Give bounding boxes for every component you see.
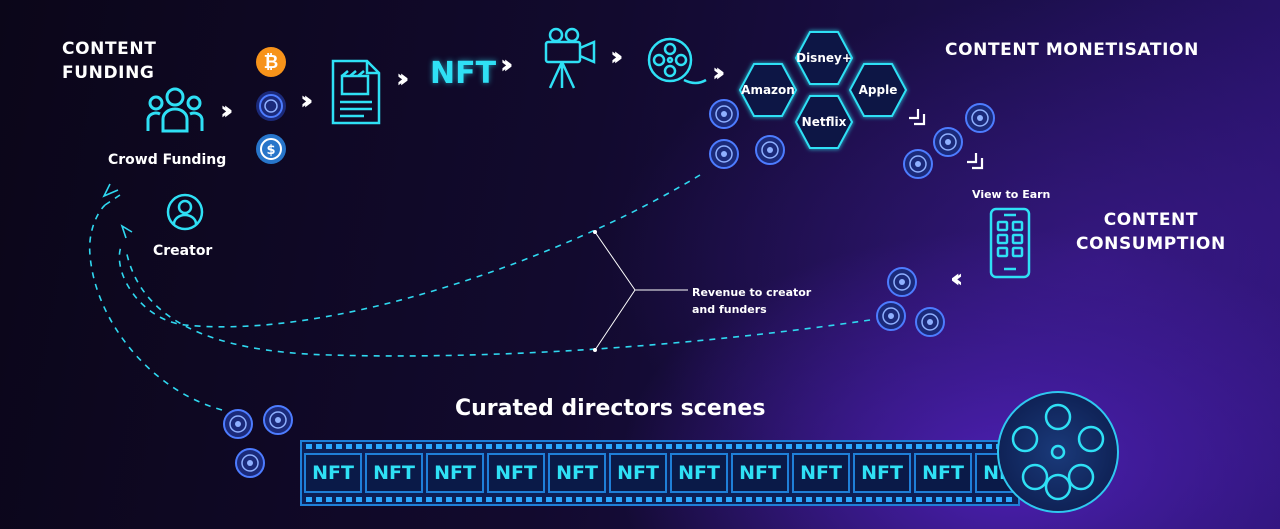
nft-frame: NFT [731,453,789,493]
token-icon [932,126,964,158]
user-circle-icon [165,192,205,236]
chevron-right-icon: ›› [396,64,410,94]
hex-disney [794,31,854,85]
nft-frame: NFT [853,453,911,493]
token-icon [902,148,934,180]
token-icon [754,134,786,166]
chevron-right-icon: ›› [712,58,726,88]
nft-label: NFT [430,56,497,91]
chevron-right-icon: ›› [610,42,624,72]
hex-netflix [794,95,854,149]
nft-frame: NFT [609,453,667,493]
token-icon [875,300,907,332]
nft-frame: NFT [426,453,484,493]
content-funding-heading: CONTENT FUNDING [62,39,157,83]
token-icon [255,90,287,126]
usdc-icon: $ [255,133,287,169]
platform-amazon: Amazon [741,83,795,97]
nft-frame: NFT [487,453,545,493]
document-icon [330,58,382,130]
bitcoin-icon: ₿ [255,46,287,82]
smartphone-icon [988,206,1032,284]
content-consumption-heading: CONTENT CONSUMPTION [1076,210,1226,254]
nft-frame: NFT [914,453,972,493]
filmstrip-frames: NFT NFT NFT NFT NFT NFT NFT NFT NFT NFT … [304,453,1018,493]
nft-frame: NFT [365,453,423,493]
chevron-down-right-icon [964,150,986,176]
chevron-left-icon: ‹‹ [950,264,964,294]
token-icon [708,138,740,170]
revenue-label: Revenue to creator and funders [692,286,812,316]
token-icon [708,98,740,130]
nft-frame: NFT [304,453,362,493]
hex-amazon [738,63,798,117]
movie-camera-icon [542,26,598,94]
nft-frame: NFT [670,453,728,493]
platform-netflix: Netflix [802,115,847,129]
token-icon [234,447,266,479]
chevron-right-icon: ›› [500,50,514,80]
creator-label: Creator [153,243,213,259]
chevron-right-icon: ›› [220,96,234,126]
platform-apple: Apple [859,83,898,97]
token-icon [262,404,294,436]
nft-filmstrip: NFT NFT NFT NFT NFT NFT NFT NFT NFT NFT … [300,440,1020,506]
view-to-earn-label: View to Earn [972,188,1051,201]
chevron-down-right-icon [906,106,928,132]
hex-apple [848,63,908,117]
nft-frame: NFT [792,453,850,493]
nft-frame: NFT [548,453,606,493]
users-icon [146,86,204,138]
token-icon [222,408,254,440]
curated-directors-title: Curated directors scenes [455,396,766,421]
token-icon [886,266,918,298]
film-reel-icon [646,36,708,92]
svg-text:₿: ₿ [264,52,279,73]
svg-text:$: $ [266,143,275,158]
chevron-right-icon: ›› [300,86,314,116]
token-icon [964,102,996,134]
film-reel-icon [995,389,1121,519]
platform-disney: Disney+ [796,51,852,65]
crowd-funding-label: Crowd Funding [108,152,227,168]
platform-hexagons: Disney+ Amazon Apple Netflix [738,31,908,149]
content-monetisation-heading: CONTENT MONETISATION [945,40,1199,60]
token-icon [914,306,946,338]
